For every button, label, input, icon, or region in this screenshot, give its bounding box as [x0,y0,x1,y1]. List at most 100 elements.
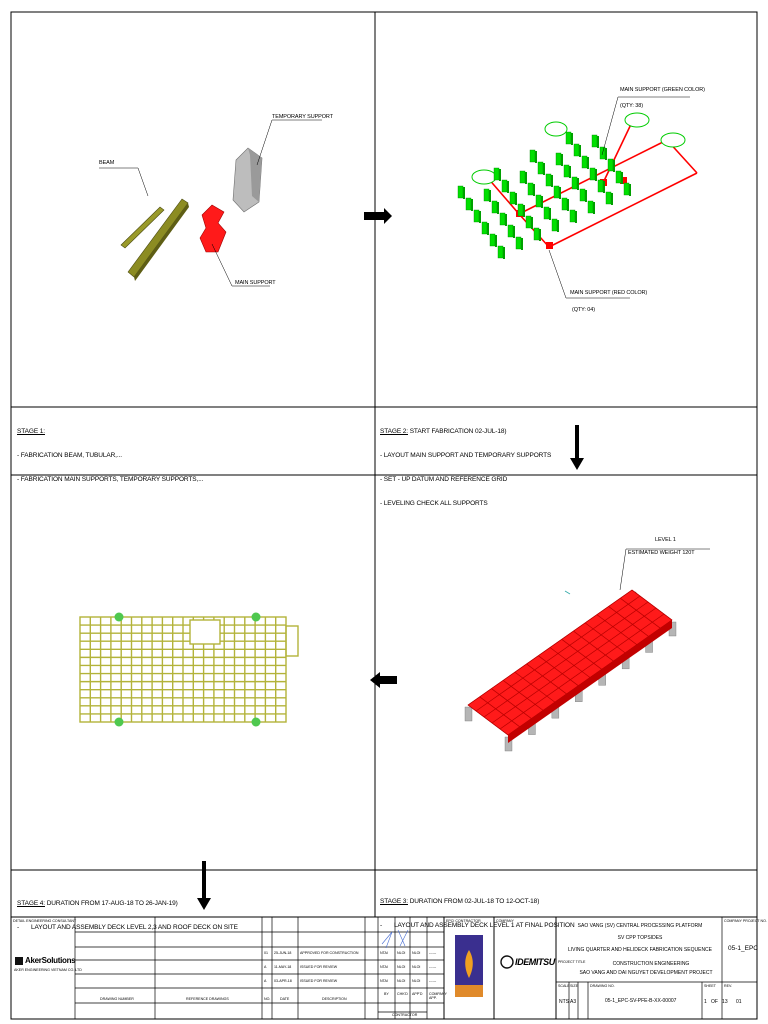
drawing-no: 05-1_EPC-SV-PFE-B-XX-00007 [605,998,677,1004]
deck-leg [464,706,473,722]
deck-grid-line [514,671,556,703]
deck-grid-line [483,601,649,718]
label-weight: ESTIMATED WEIGHT 120T [628,550,695,556]
green-support-shade [551,175,553,187]
deck-grid-line [596,614,638,645]
green-support [457,185,464,199]
green-support [553,185,560,199]
green-support [535,194,542,208]
green-support-shade [479,211,481,223]
green-support [529,149,536,163]
rev-row-2-co: ------ [429,965,437,969]
green-support [497,245,504,259]
stage4-illustration [79,612,299,727]
green-support-shade [585,190,587,202]
sheet-label: SHEET [704,984,716,988]
epc-label: EPCI CONTRACTOR [446,919,481,923]
deck-grid-line [549,647,591,678]
deck-grid-line [631,589,673,621]
green-support [473,209,480,223]
green-support [623,182,630,196]
stage3-illustration [464,548,710,752]
green-support-shade [567,199,569,211]
rev-row-2-no: A [264,965,267,969]
green-support-shade [621,172,623,184]
stage4-title: STAGE 4: [17,900,45,907]
scale-label: SCALE [558,984,570,988]
project-line-5: SAO VANG AND DAI NGUYET DEVELOPMENT PROJ… [579,970,713,976]
deck-grid-line [479,696,520,728]
rev-row-1-co: ------ [429,951,437,955]
green-support-shade [577,178,579,190]
rev-row-3-no: A [264,979,267,983]
green-support [519,170,526,184]
green-support [543,206,550,220]
plan-extension [285,625,299,657]
epc-contractor-logo [455,935,483,997]
green-support-shade [559,187,561,199]
deck-grid-line [467,589,633,706]
rev-row-3-app: NLOI [412,979,421,983]
rev-row-1-chk: NLOI [397,951,406,955]
project-line-3: LIVING QUARTER AND HELIDECK FABRICATION … [567,947,712,953]
green-support-shade [535,151,537,163]
green-support [589,167,596,181]
rev-row-2-by: NTAI [380,965,388,969]
label-qty-green: (QTY: 38) [620,103,643,109]
green-support-shade [557,220,559,232]
rev-row-1-date: 25-JUN-18 [274,951,292,955]
col-drawing-number: DRAWING NUMBER [100,997,134,1001]
plan-opening [189,619,221,645]
deck-grid-line [499,613,665,730]
green-support [489,233,496,247]
deck-grid-line [608,606,649,637]
stage4-line: - LAYOUT AND ASSEMBLY DECK LEVEL 2,3 AND… [17,924,238,931]
green-support [507,224,514,238]
col-contractor: CONTRACTOR [392,1013,418,1017]
green-support-shade [489,190,491,202]
green-support-shade [513,226,515,238]
company-sub: AKER ENGINEERING VIETNAM CO.,LTD [14,968,82,972]
green-support [563,164,570,178]
stage2-title-rest: START FABRICATION 02-JUL-18) [407,428,507,435]
company-project-no-label: COMPANY PROJECT NO. [724,919,767,923]
green-support-shade [503,247,505,259]
label-beam: BEAM [99,160,115,166]
col-date: DATE [280,997,290,1001]
stage1-title: STAGE 1: [17,428,45,435]
deck-grid-line [584,622,626,654]
green-support [555,152,562,166]
aker-logo-mark [15,957,23,965]
deck-grid-line [620,597,661,629]
green-support [581,155,588,169]
deck-grid-line [491,607,657,724]
stage1-notes: STAGE 1: - FABRICATION BEAM, TUBULAR,...… [17,412,203,492]
green-support [515,236,522,250]
label-level1: LEVEL 1 [655,537,676,543]
rev-row-1-app: NLOI [412,951,421,955]
green-support [545,173,552,187]
label-main-support-green: MAIN SUPPORT (GREEN COLOR) [620,87,705,93]
label-qty-red: (QTY: 04) [572,307,595,313]
green-support [587,200,594,214]
sheet-frame [10,11,758,1020]
stage2-illustration [457,96,698,299]
stage3-line: - LAYOUT AND ASSEMBLY DECK LEVEL 1 AT FI… [380,922,575,929]
green-support-shade [549,208,551,220]
green-support [607,158,614,172]
col-reference: REFERENCE DRAWINGS [186,997,229,1001]
green-support-shade [505,214,507,226]
green-support-shade [587,157,589,169]
green-support [565,131,572,145]
col-chkd: CHK'D [397,992,408,996]
rev-row-1-desc: APPROVED FOR CONSTRUCTION [300,951,359,955]
arrow-down-stage3 [570,425,584,470]
green-support [597,179,604,193]
main-support-red-part [199,204,227,253]
rev-row-3-desc: ISSUED FOR REVIEW [300,979,338,983]
col-no: NO. [264,997,271,1001]
company-label: COMPANY [496,919,514,923]
arrow-right [364,208,392,224]
green-support [569,209,576,223]
